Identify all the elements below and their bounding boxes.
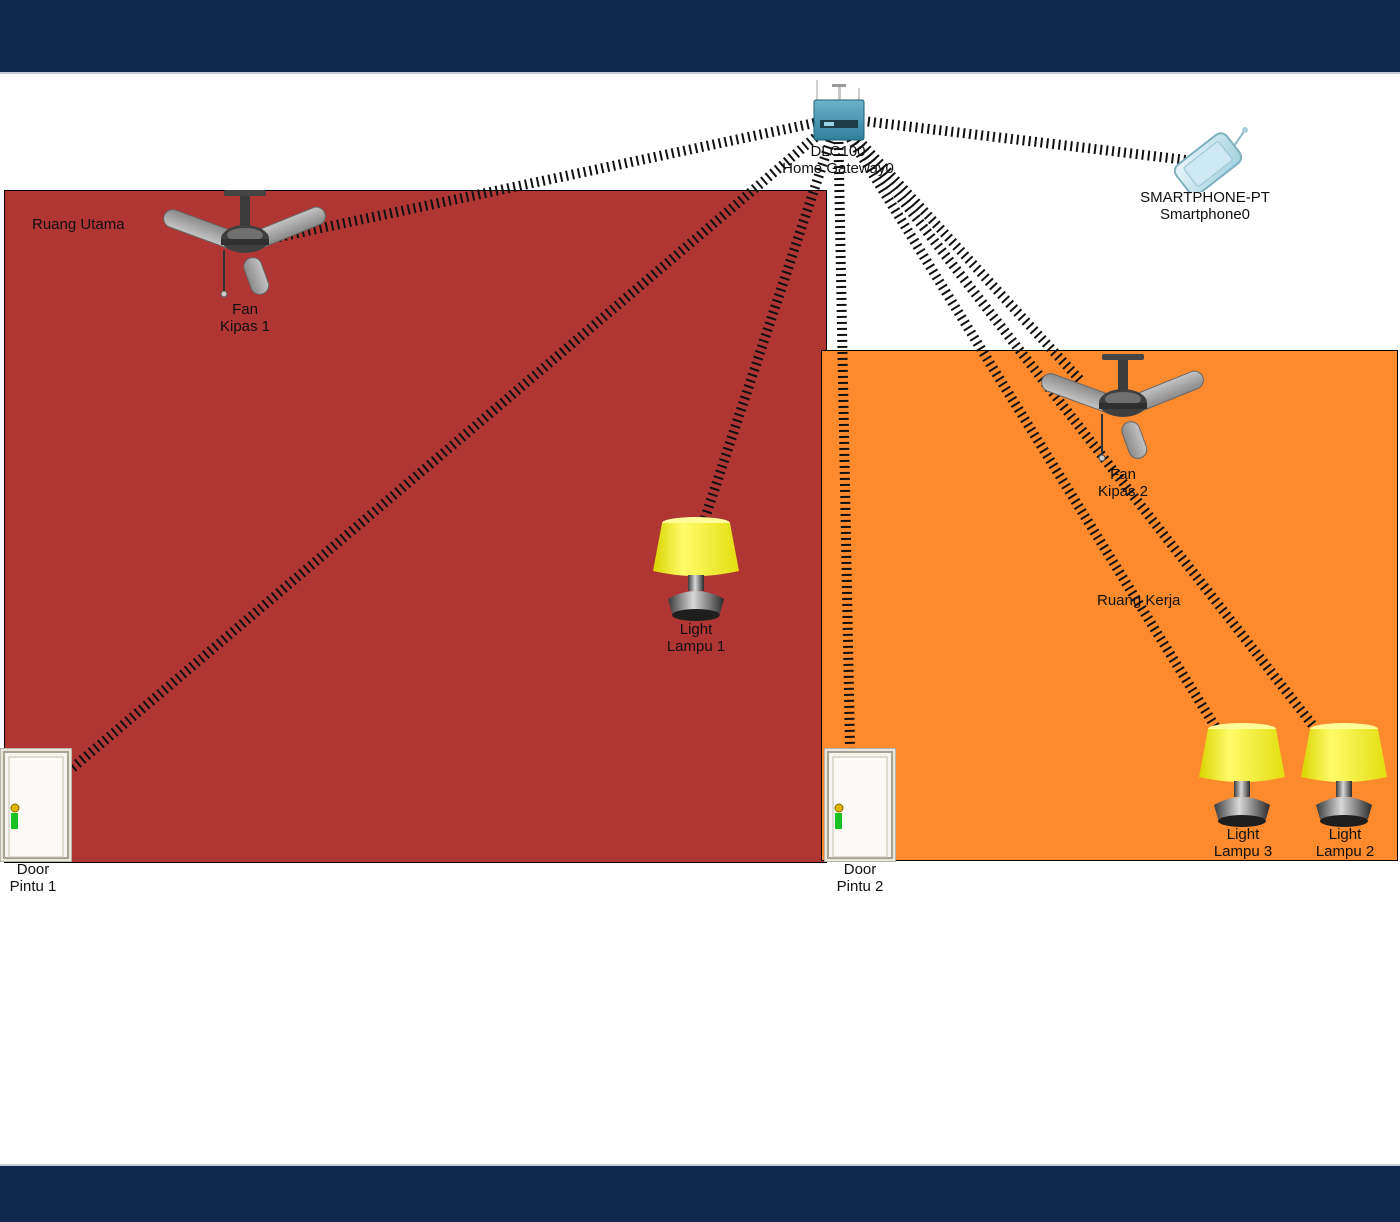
smartphone-device[interactable]	[1160, 124, 1250, 196]
home-gateway-icon	[813, 80, 865, 141]
lamp-icon	[653, 517, 739, 621]
fan1-name: Kipas 1	[219, 318, 271, 335]
home-gateway-label: DLC100 Home Gateway0	[782, 143, 894, 177]
home-gateway-device[interactable]	[806, 80, 870, 144]
wireless-link-smartphone	[837, 113, 1187, 165]
fan1-type: Fan	[232, 301, 258, 318]
smartphone-label: SMARTPHONE-PT Smartphone0	[1140, 189, 1270, 223]
wireless-link-door2	[833, 117, 855, 749]
light-lampu-3[interactable]	[1196, 721, 1288, 829]
fan-kipas-1[interactable]	[160, 190, 330, 302]
top-toolbar	[0, 0, 1400, 74]
light3-type: Light	[1226, 826, 1260, 843]
light2-type: Light	[1328, 826, 1362, 843]
light1-label: Light Lampu 1	[667, 621, 725, 655]
light2-label: Light Lampu 2	[1316, 826, 1374, 860]
door-icon	[0, 747, 73, 863]
light3-name: Lampu 3	[1213, 843, 1273, 860]
light-lampu-2[interactable]	[1298, 721, 1390, 829]
door2-label: Door Pintu 2	[837, 861, 884, 895]
door2-type: Door	[843, 861, 877, 878]
light3-label: Light Lampu 3	[1214, 826, 1272, 860]
door-icon	[823, 747, 897, 863]
fan2-type: Fan	[1110, 466, 1136, 483]
smartphone-type: SMARTPHONE-PT	[1140, 189, 1270, 206]
fan1-label: Fan Kipas 1	[220, 301, 270, 335]
door1-name: Pintu 1	[9, 878, 57, 895]
ceiling-fan-icon	[163, 190, 326, 298]
smartphone-icon	[1173, 127, 1248, 196]
door2-name: Pintu 2	[836, 878, 884, 895]
home-gateway-type: DLC100	[810, 143, 866, 160]
room-label-ruang-kerja: Ruang Kerja	[1097, 592, 1181, 609]
ceiling-fan-icon	[1041, 354, 1204, 462]
bottom-toolbar	[0, 1164, 1400, 1222]
lamp-icon	[1301, 723, 1387, 827]
light1-name: Lampu 1	[666, 638, 726, 655]
room-label-ruang-utama: Ruang Utama	[32, 216, 125, 233]
light2-name: Lampu 2	[1315, 843, 1375, 860]
fan2-label: Fan Kipas 2	[1098, 466, 1148, 500]
fan2-name: Kipas 2	[1097, 483, 1149, 500]
light1-type: Light	[679, 621, 713, 638]
door1-type: Door	[16, 861, 50, 878]
smartphone-name: Smartphone0	[1159, 206, 1251, 223]
light-lampu-1[interactable]	[650, 515, 742, 623]
wireless-link-light2	[834, 114, 1322, 736]
home-gateway-name: Home Gateway0	[782, 160, 894, 177]
wireless-link-fan1	[263, 113, 840, 245]
door1-label: Door Pintu 1	[10, 861, 57, 895]
lamp-icon	[1199, 723, 1285, 827]
door-pintu-2[interactable]	[823, 747, 897, 863]
door-pintu-1[interactable]	[0, 747, 73, 863]
wireless-link-light1	[700, 116, 843, 520]
fan-kipas-2[interactable]	[1038, 354, 1208, 466]
